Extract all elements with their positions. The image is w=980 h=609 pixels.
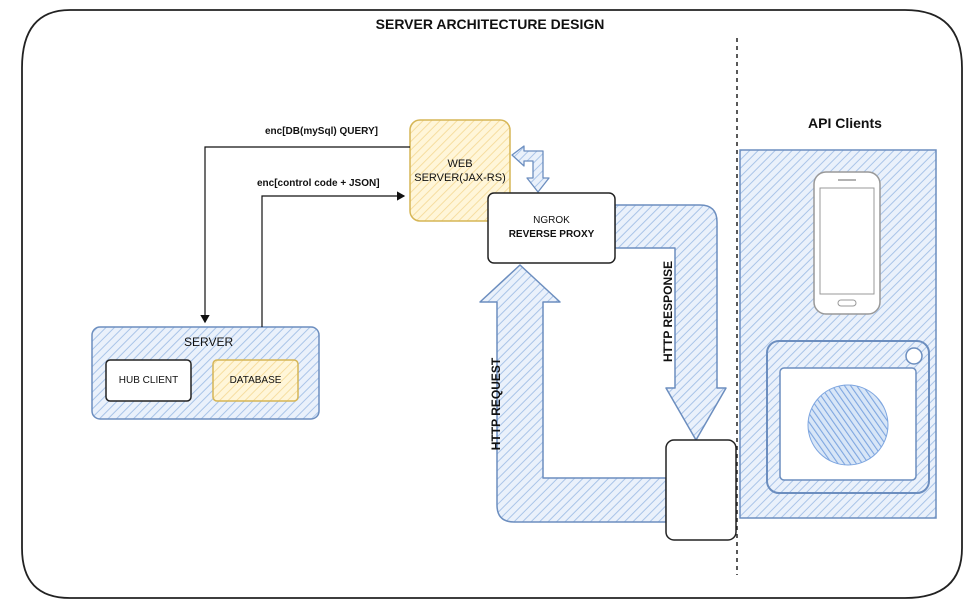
web-server-box bbox=[409, 119, 511, 222]
database-label: DATABASE bbox=[229, 375, 282, 386]
hub-client-box bbox=[105, 359, 192, 402]
control-code-connector bbox=[261, 191, 406, 327]
database-box bbox=[212, 359, 299, 402]
ngrok-label-line2: REVERSE PROXY bbox=[508, 229, 595, 240]
http-request-arrow bbox=[479, 264, 667, 523]
http-request-label: HTTP REQUEST bbox=[489, 357, 503, 451]
http-response-label: HTTP RESPONSE bbox=[661, 260, 675, 362]
ngrok-box bbox=[487, 192, 616, 264]
db-query-connector bbox=[200, 146, 410, 324]
web-server-label-line1: WEB bbox=[447, 158, 473, 170]
control-code-label: enc[control code + JSON] bbox=[257, 178, 380, 189]
api-clients-label: API Clients bbox=[808, 115, 882, 131]
globe-icon bbox=[807, 384, 889, 466]
http-response-arrow bbox=[614, 204, 727, 441]
sync-arrow bbox=[511, 145, 550, 193]
ngrok-label-line1: NGROK bbox=[533, 215, 570, 226]
hub-client-label: HUB CLIENT bbox=[118, 375, 179, 386]
web-server-label-line2: SERVER(JAX-RS) bbox=[414, 172, 506, 184]
web-browser-icon bbox=[766, 340, 930, 494]
client-device-box bbox=[665, 439, 737, 541]
page-title: SERVER ARCHITECTURE DESIGN bbox=[375, 16, 605, 32]
db-query-label: enc[DB(mySql) QUERY] bbox=[265, 126, 378, 137]
server-label: SERVER bbox=[184, 335, 234, 349]
smartphone-icon bbox=[813, 171, 881, 315]
